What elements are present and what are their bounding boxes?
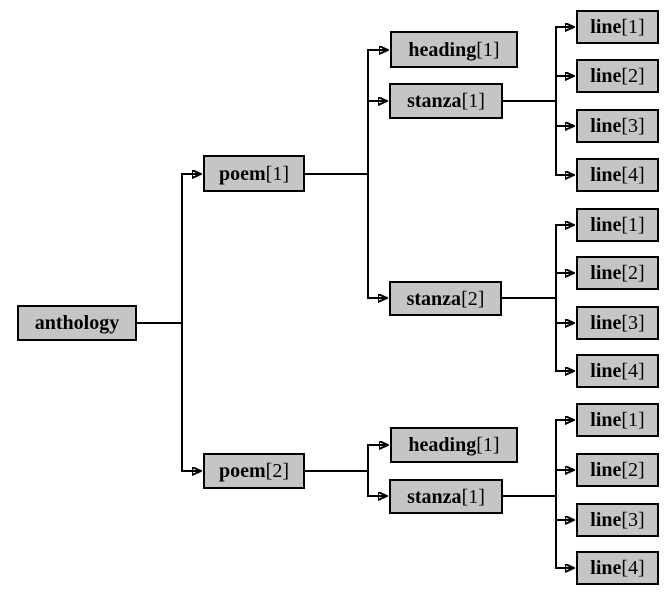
node-line-index: [4] — [621, 360, 645, 382]
node-poem-2-label: poem — [219, 460, 266, 482]
edge-poem-2-stanza-1-line-3 — [503, 495, 574, 520]
node-poem-1-stanza-1: stanza[1] — [389, 83, 503, 119]
node-heading-label: heading — [408, 38, 477, 61]
node-line-index: [1] — [621, 214, 645, 236]
node-line-label: line — [590, 312, 622, 334]
node-poem-2-stanza-1-line-4: line[4] — [576, 551, 659, 585]
node-line-label: line — [590, 409, 622, 431]
edge-poem-1-stanza-1 — [305, 101, 387, 175]
edge-poem-1-stanza-2-line-2 — [502, 273, 574, 299]
edge-anthology-poem-2 — [137, 322, 201, 471]
edge-poem-1-stanza-2 — [305, 173, 387, 298]
node-anthology-label: anthology — [34, 312, 120, 334]
node-line-label: line — [590, 557, 622, 579]
node-poem-1-stanza-2: stanza[2] — [389, 281, 502, 316]
node-line-index: [1] — [621, 16, 645, 38]
node-line-index: [4] — [621, 557, 645, 579]
node-poem-2-stanza-1-line-3: line[3] — [576, 503, 659, 537]
edge-poem-2-heading-1 — [305, 445, 388, 472]
node-line-index: [2] — [621, 262, 645, 284]
node-poem-2-stanza-1-line-1: line[1] — [576, 403, 659, 437]
edge-poem-1-stanza-2-line-4 — [502, 297, 574, 371]
node-heading-index: [1] — [476, 434, 500, 456]
node-poem-1-stanza-2-line-2: line[2] — [576, 256, 659, 290]
node-line-label: line — [590, 360, 622, 382]
edge-poem-1-stanza-1-line-4 — [503, 100, 574, 175]
edge-anthology-poem-1 — [137, 174, 201, 324]
node-line-index: [3] — [621, 312, 645, 334]
node-poem-2-stanza-1-line-2: line[2] — [576, 453, 659, 487]
node-poem-2: poem[2] — [203, 453, 305, 489]
node-line-label: line — [590, 164, 622, 186]
node-line-index: [4] — [621, 164, 645, 186]
node-poem-1-stanza-2-line-4: line[4] — [576, 354, 659, 388]
node-heading-index: [1] — [476, 38, 500, 61]
node-line-label: line — [590, 214, 622, 236]
edge-poem-2-stanza-1-line-2 — [503, 470, 574, 497]
node-line-index: [2] — [621, 65, 645, 87]
node-poem-1-label: poem — [219, 162, 266, 185]
node-poem-1-stanza-1-line-1: line[1] — [576, 10, 659, 44]
node-poem-2-index: [2] — [265, 460, 289, 482]
node-line-label: line — [590, 262, 622, 284]
node-stanza-label: stanza — [407, 485, 462, 508]
node-poem-1-stanza-2-line-3: line[3] — [576, 306, 659, 340]
node-line-index: [2] — [621, 459, 645, 481]
node-line-index: [1] — [621, 409, 645, 431]
node-poem-1-stanza-1-line-3: line[3] — [576, 109, 659, 143]
node-poem-1-stanza-2-line-1: line[1] — [576, 208, 659, 242]
edge-poem-2-stanza-1-line-4 — [503, 495, 574, 568]
node-poem-1: poem[1] — [203, 155, 305, 192]
node-stanza-index: [1] — [461, 90, 485, 112]
node-line-index: [3] — [621, 509, 645, 531]
edge-poem-1-heading-1 — [305, 50, 388, 175]
node-stanza-label: stanza — [406, 287, 462, 310]
node-anthology: anthology — [17, 305, 137, 341]
node-heading-label: heading — [408, 434, 477, 456]
node-line-label: line — [590, 115, 622, 137]
edge-poem-1-stanza-1-line-3 — [503, 100, 574, 126]
node-stanza-index: [2] — [461, 287, 485, 310]
node-poem-2-heading-1: heading[1] — [390, 427, 518, 463]
node-poem-1-stanza-1-line-4: line[4] — [576, 158, 659, 192]
edge-poem-1-stanza-1-line-2 — [503, 76, 574, 102]
node-line-label: line — [590, 65, 622, 87]
node-line-label: line — [590, 509, 622, 531]
node-poem-1-stanza-1-line-2: line[2] — [576, 59, 659, 93]
node-line-label: line — [590, 16, 622, 38]
node-stanza-label: stanza — [407, 90, 462, 112]
edge-poem-1-stanza-2-line-1 — [502, 225, 574, 299]
node-line-index: [3] — [621, 115, 645, 137]
node-poem-1-heading-1: heading[1] — [390, 31, 518, 68]
node-poem-1-index: [1] — [265, 162, 289, 185]
node-line-label: line — [590, 459, 622, 481]
node-poem-2-stanza-1: stanza[1] — [389, 479, 503, 514]
edge-poem-2-stanza-1 — [305, 470, 387, 496]
edge-poem-1-stanza-2-line-3 — [502, 297, 574, 323]
node-stanza-index: [1] — [461, 485, 485, 508]
